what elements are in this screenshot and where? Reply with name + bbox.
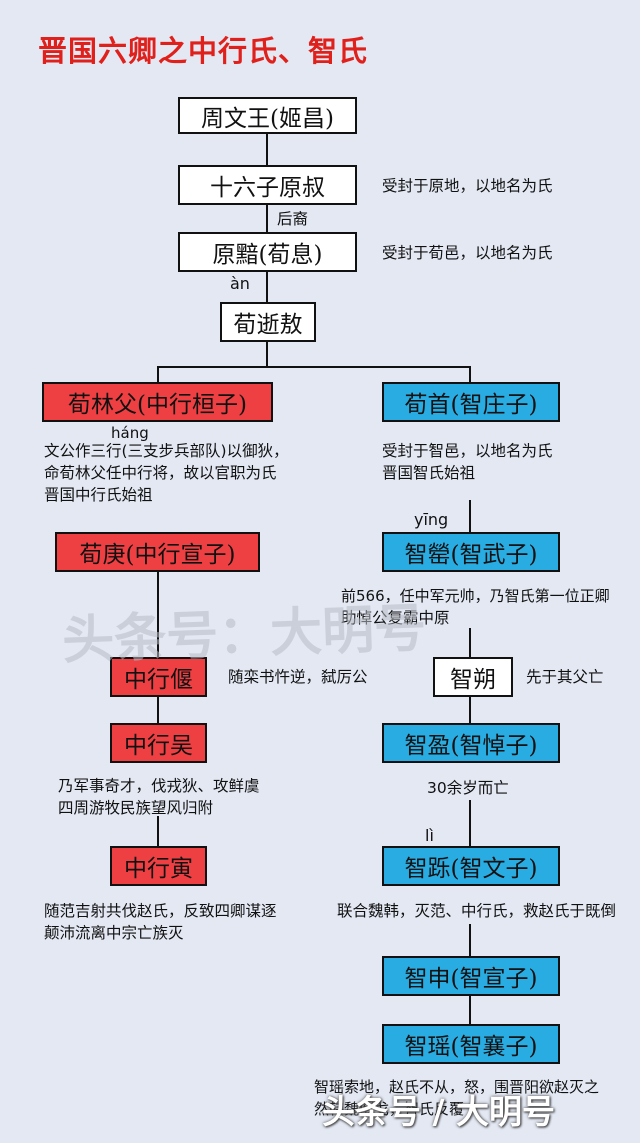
connector <box>469 924 471 958</box>
watermark-bottom: 头条号 / 大明号 <box>322 1092 556 1131</box>
node-zhi-yao: 智瑶(智襄子) <box>382 1024 560 1064</box>
note-ying-line2: 助悼公复霸中原 <box>341 609 450 627</box>
connector <box>266 270 268 302</box>
node-xun-linfu: 荀林父(中行桓子) <box>42 382 273 422</box>
watermark: 头条号：大明号 <box>61 598 428 672</box>
node-zhi-ying: 智罃(智武子) <box>382 532 560 572</box>
node-xun-geng: 荀庚(中行宣子) <box>55 532 260 572</box>
note-yao-line2: 然韩魏倒戈，智氏反覆 <box>314 1100 465 1118</box>
connector <box>469 628 471 658</box>
note-yuan: 受封于荀邑，以地名为氏 <box>382 244 553 262</box>
connector <box>157 366 470 368</box>
note-lin-line1: 文公作三行(三支步兵部队)以御狄， <box>44 442 289 460</box>
pinyin-ying: yīng <box>414 510 449 529</box>
note-yin-line2: 颠沛流离中宗亡族灭 <box>44 924 184 942</box>
note-yin-line1: 随范吉射共伐赵氏，反致四卿谋逐 <box>44 902 277 920</box>
node-zhi-zhiying: 智盈(智悼子) <box>382 723 560 763</box>
node-zhonghang-wu: 中行吴 <box>110 723 207 763</box>
connector <box>157 366 159 382</box>
connector <box>469 800 471 846</box>
connector <box>157 697 159 723</box>
note-li: 联合魏韩，灭范、中行氏，救赵氏于既倒 <box>337 902 617 920</box>
note-houyi: 后裔 <box>277 210 309 228</box>
note-lin-line2: 命荀林父任中行将，故以官职为氏 <box>44 464 277 482</box>
connector <box>469 366 471 382</box>
connector <box>266 340 268 366</box>
note-shiliu: 受封于原地，以地名为氏 <box>382 177 553 195</box>
page-title: 晋国六卿之中行氏、智氏 <box>38 34 369 68</box>
note-yao-line1: 智瑶索地，赵氏不从，怒，围晋阳欲赵灭之 <box>314 1078 600 1096</box>
connector <box>266 132 268 166</box>
connector <box>469 500 471 534</box>
node-zhi-shuo: 智朔 <box>433 657 513 697</box>
note-shou-line2: 晋国智氏始祖 <box>382 464 476 482</box>
note-yan: 随栾书忤逆，弑厉公 <box>228 668 368 686</box>
pinyin-an: àn <box>230 274 250 293</box>
pinyin-li: lì <box>425 826 434 845</box>
note-shou-line1: 受封于智邑，以地名为氏 <box>382 442 553 460</box>
node-xun-shou: 荀首(智庄子) <box>382 382 560 422</box>
node-zhi-li: 智跞(智文子) <box>382 846 560 886</box>
note-wu-line2: 四周游牧民族望风归附 <box>58 799 214 817</box>
node-zhonghang-yin: 中行寅 <box>110 846 207 886</box>
note-zhiying: 30余岁而亡 <box>427 779 509 797</box>
note-ying-line1: 前566，任中军元帅，乃智氏第一位正卿 <box>341 587 610 605</box>
note-wu-line1: 乃军事奇才，伐戎狄、攻鲜虞 <box>58 777 260 795</box>
connector <box>469 995 471 1025</box>
note-lin-line3: 晋国中行氏始祖 <box>44 486 153 504</box>
connector <box>469 697 471 723</box>
note-shuo: 先于其父亡 <box>526 668 604 686</box>
node-zhi-shen: 智申(智宣子) <box>382 956 560 996</box>
connector <box>157 816 159 846</box>
pinyin-hang: háng <box>111 424 149 442</box>
node-zhou-wenwang: 周文王(姬昌) <box>178 97 357 134</box>
node-shiliu-zi-yuanshu: 十六子原叔 <box>178 165 357 205</box>
node-zhonghang-yan: 中行偃 <box>110 657 207 697</box>
node-xun-shiao: 荀逝敖 <box>220 302 316 342</box>
connector <box>157 570 159 658</box>
connector <box>266 203 268 233</box>
node-yuan-an: 原黯(荀息) <box>178 232 357 272</box>
